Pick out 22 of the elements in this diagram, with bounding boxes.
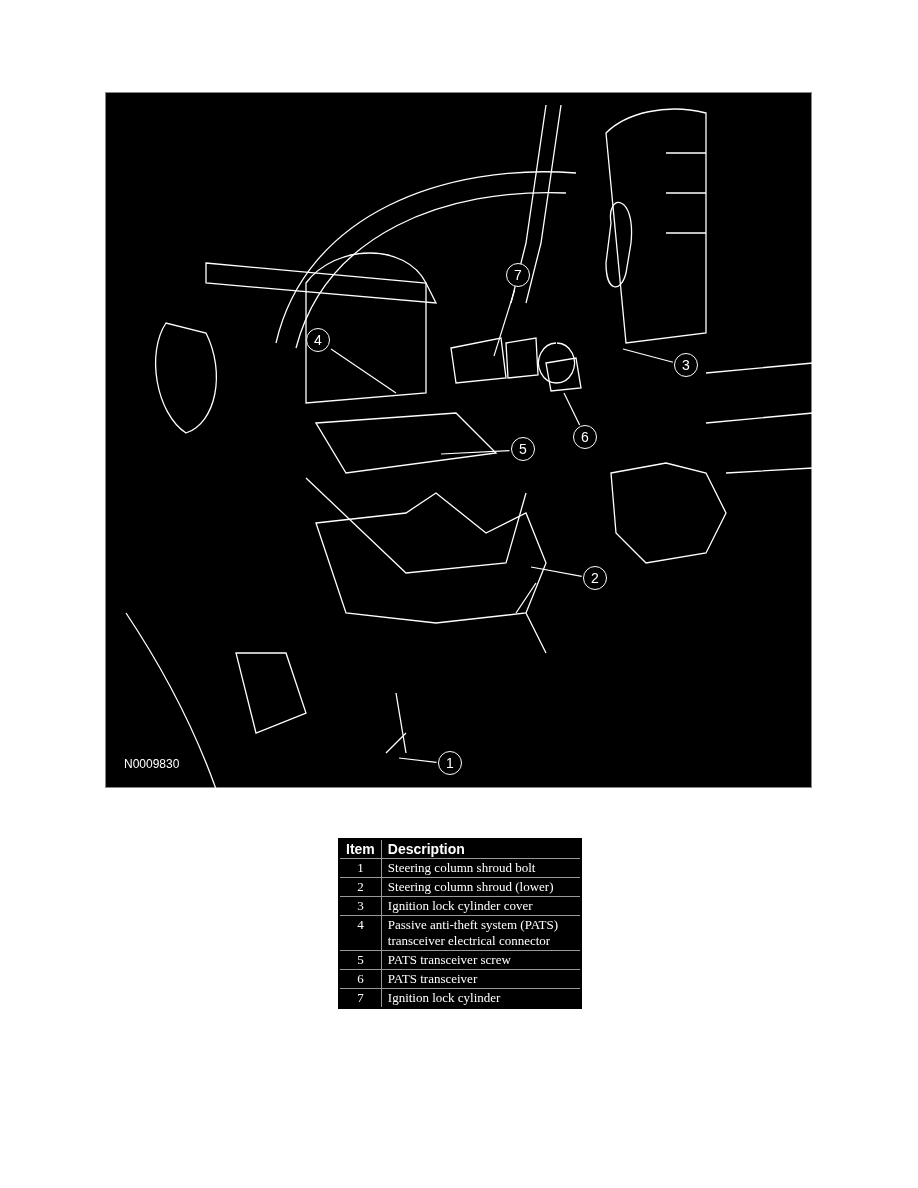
callout-number: 5 bbox=[511, 437, 535, 461]
leader-line bbox=[493, 289, 516, 357]
figure-code: N0009830 bbox=[124, 757, 180, 771]
column-header: Item bbox=[339, 839, 382, 859]
item-number: 3 bbox=[339, 896, 382, 916]
leader-line bbox=[622, 348, 674, 363]
callout-number: 1 bbox=[438, 751, 462, 775]
leader-line bbox=[530, 566, 583, 577]
callout-number: 3 bbox=[674, 353, 698, 377]
callout-number: 7 bbox=[506, 263, 530, 287]
leader-line bbox=[563, 392, 581, 426]
leader-line bbox=[398, 757, 438, 763]
item-number: 1 bbox=[339, 858, 382, 878]
callout-number: 2 bbox=[583, 566, 607, 590]
item-number: 4 bbox=[339, 915, 382, 951]
leader-line bbox=[330, 348, 397, 394]
item-number: 5 bbox=[339, 950, 382, 970]
callout-number: 6 bbox=[573, 425, 597, 449]
item-number: 2 bbox=[339, 877, 382, 897]
item-number: 6 bbox=[339, 969, 382, 989]
leader-line bbox=[440, 450, 511, 455]
callout-number: 4 bbox=[306, 328, 330, 352]
